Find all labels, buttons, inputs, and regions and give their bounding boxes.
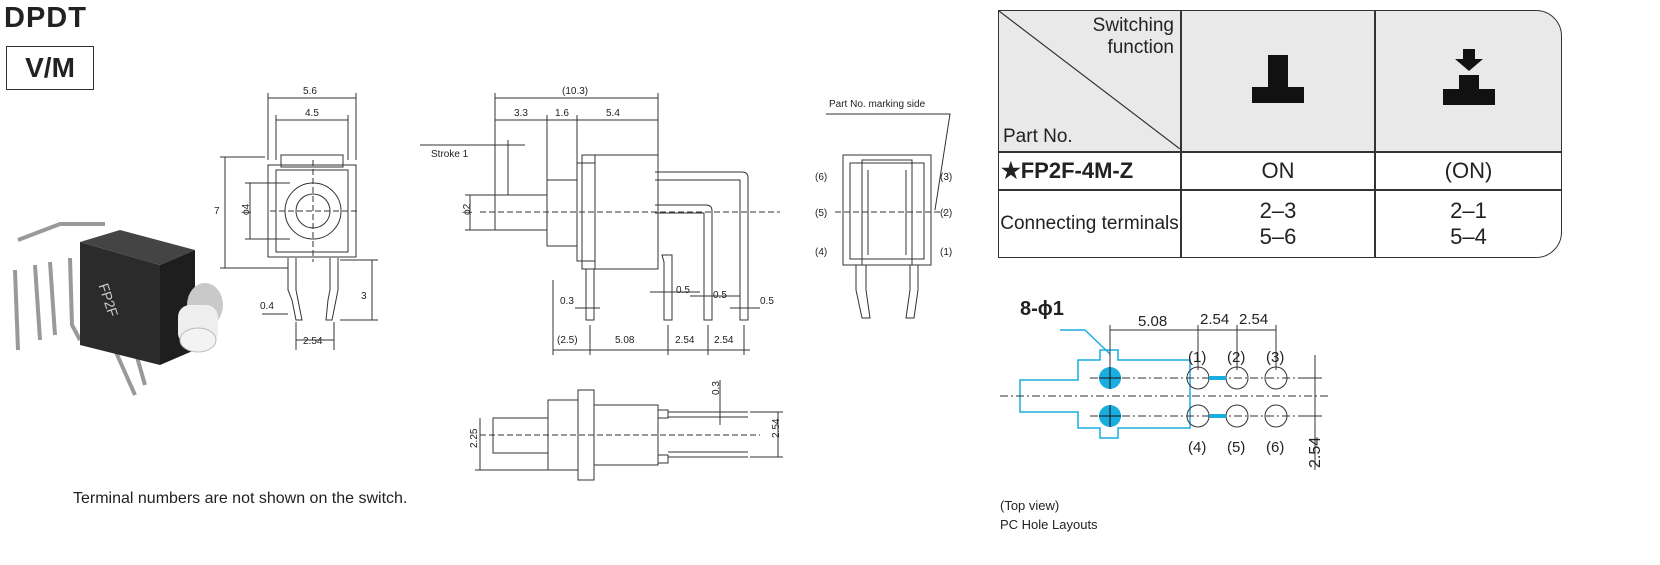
svg-text:(3): (3) xyxy=(1266,349,1284,366)
svg-text:(3): (3) xyxy=(940,172,952,183)
svg-text:3.3: 3.3 xyxy=(514,108,528,119)
svg-text:ϕ4: ϕ4 xyxy=(241,203,252,215)
svg-text:(5): (5) xyxy=(815,208,827,219)
table-header-cell: Switching function Part No. xyxy=(998,10,1181,152)
svg-text:2.54: 2.54 xyxy=(714,335,734,346)
svg-text:2.54: 2.54 xyxy=(1239,311,1268,328)
svg-text:Stroke 1: Stroke 1 xyxy=(431,149,469,160)
pressed-symbol-cell xyxy=(1375,10,1562,152)
part-no-header: Part No. xyxy=(1003,126,1073,147)
svg-text:2.54: 2.54 xyxy=(303,336,323,347)
svg-text:1.6: 1.6 xyxy=(555,108,569,119)
svg-text:2.54: 2.54 xyxy=(771,418,782,438)
svg-text:5.08: 5.08 xyxy=(615,335,635,346)
terminal-note: Terminal numbers are not shown on the sw… xyxy=(73,490,408,507)
switching-function-header: Switching function xyxy=(1092,15,1174,58)
svg-text:Part No. marking side: Part No. marking side xyxy=(829,99,926,110)
svg-text:0.4: 0.4 xyxy=(260,301,274,312)
pcb-title-caption: PC Hole Layouts xyxy=(1000,517,1098,532)
svg-text:(2): (2) xyxy=(940,208,952,219)
svg-text:(6): (6) xyxy=(815,172,827,183)
page-title: DPDT xyxy=(4,2,87,34)
svg-text:ϕ2: ϕ2 xyxy=(462,203,473,215)
pcb-view-caption: (Top view) xyxy=(1000,498,1060,513)
svg-text:(4): (4) xyxy=(815,247,827,258)
svg-text:0.3: 0.3 xyxy=(560,296,574,307)
state-released: ON xyxy=(1181,152,1375,190)
svg-text:(5): (5) xyxy=(1227,439,1245,456)
svg-text:(1): (1) xyxy=(1188,349,1206,366)
released-symbol-cell xyxy=(1181,10,1375,152)
pcb-hole-layout: 5.08 2.54 2.54 2.54 (1) (2) (3) (4) (5) … xyxy=(1000,311,1330,470)
svg-text:2.54: 2.54 xyxy=(1200,311,1229,328)
svg-text:(2.5): (2.5) xyxy=(557,335,578,346)
pressed-button-icon xyxy=(1442,48,1495,105)
side-view-labels: (10.3) 3.3 1.6 5.4 ϕ2 Stroke 1 0.3 0.5 0… xyxy=(431,86,774,346)
switching-function-table: Switching function Part No. ★FP2F-4M-Z O… xyxy=(998,10,1562,258)
terminals-released: 2–3 5–6 xyxy=(1181,190,1375,258)
svg-text:5.08: 5.08 xyxy=(1138,313,1167,330)
bottom-view-labels: 0.3 2.25 2.54 xyxy=(469,381,782,448)
svg-text:0.5: 0.5 xyxy=(713,290,727,301)
svg-text:5.4: 5.4 xyxy=(606,108,620,119)
svg-text:3: 3 xyxy=(361,291,367,302)
svg-text:2.54: 2.54 xyxy=(675,335,695,346)
rear-view-labels: Part No. marking side (6) (5) (4) (3) (2… xyxy=(815,99,952,258)
svg-text:(6): (6) xyxy=(1266,439,1284,456)
svg-text:0.5: 0.5 xyxy=(760,296,774,307)
svg-text:0.3: 0.3 xyxy=(711,381,722,395)
svg-text:(1): (1) xyxy=(940,247,952,258)
svg-text:2.54: 2.54 xyxy=(1307,437,1324,468)
svg-text:5.6: 5.6 xyxy=(303,86,317,97)
part-number: ★FP2F-4M-Z xyxy=(998,152,1181,190)
svg-text:7: 7 xyxy=(214,206,220,217)
terminals-pressed: 2–1 5–4 xyxy=(1375,190,1562,258)
svg-text:(2): (2) xyxy=(1227,349,1245,366)
svg-text:(4): (4) xyxy=(1188,439,1206,456)
svg-text:2.25: 2.25 xyxy=(469,428,480,448)
connecting-terminals-label: Connecting terminals xyxy=(998,190,1181,258)
variant-badge: V/M xyxy=(6,46,94,90)
svg-text:(10.3): (10.3) xyxy=(562,86,588,97)
state-pressed: (ON) xyxy=(1375,152,1562,190)
diagonal-divider xyxy=(999,11,1180,149)
dimension-drawings: 5.6 4.5 7 ϕ4 0.4 3 2.54 (10.3) 3.3 1.6 5… xyxy=(214,86,952,481)
svg-text:0.5: 0.5 xyxy=(676,285,690,296)
product-photo: FP2F xyxy=(13,222,223,396)
holes-spec-label: 8-ϕ1 xyxy=(1020,298,1064,320)
released-button-icon xyxy=(1252,54,1304,103)
svg-text:4.5: 4.5 xyxy=(305,108,319,119)
front-view-labels: 5.6 4.5 7 ϕ4 0.4 3 2.54 xyxy=(214,86,367,347)
